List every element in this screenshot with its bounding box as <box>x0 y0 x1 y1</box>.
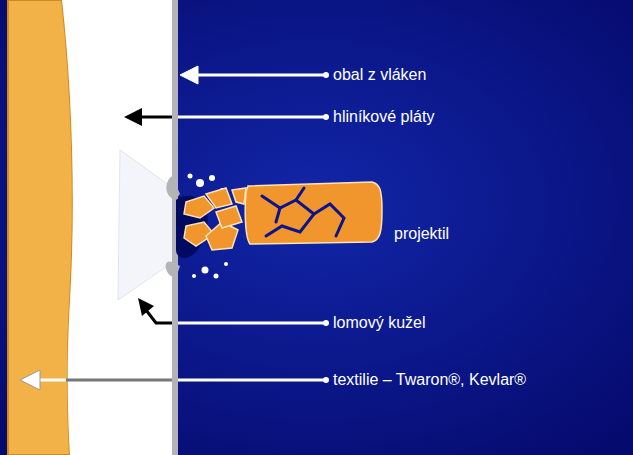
projectile-cracks <box>262 188 344 236</box>
aluminium-plates <box>62 0 173 455</box>
leader-line <box>138 298 329 326</box>
fracture-cone <box>118 150 173 300</box>
fiber-bulge <box>166 176 180 200</box>
projectile <box>184 182 382 250</box>
textile-layer <box>8 0 73 455</box>
leader-line <box>180 66 329 84</box>
leader-line <box>20 370 329 390</box>
part-label: hliníkové pláty <box>333 107 434 127</box>
part-label: projektil <box>394 224 449 244</box>
fiber-bulge <box>166 261 180 278</box>
part-label: textilie – Twaron®, Kevlar® <box>333 370 526 390</box>
part-label: lomový kužel <box>333 313 425 333</box>
part-label: obal z vláken <box>333 65 426 85</box>
leader-line <box>124 108 329 126</box>
